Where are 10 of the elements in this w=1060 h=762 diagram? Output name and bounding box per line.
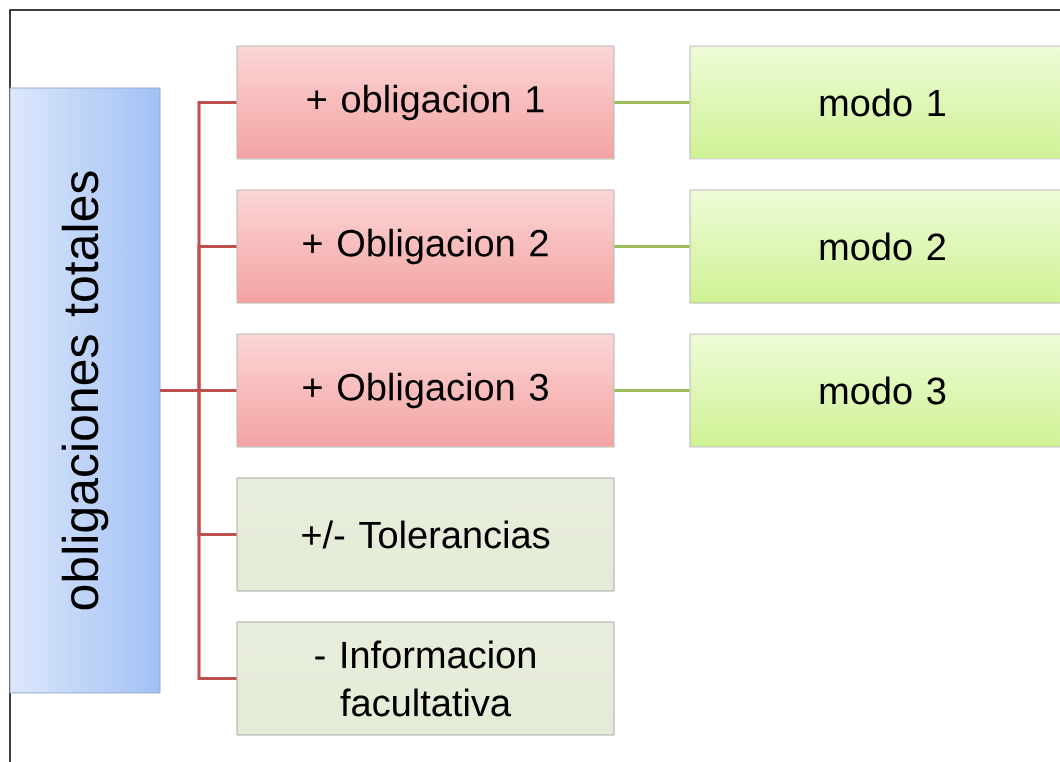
- category-box: + obligacion 1: [236, 45, 615, 160]
- category-box: modo 1: [689, 45, 1060, 160]
- category-box: + Obligacion 3: [236, 333, 615, 448]
- connector-line: [160, 389, 237, 680]
- category-box: - Informacion facultativa: [236, 621, 615, 736]
- category-box: +/- Tolerancias: [236, 477, 615, 592]
- category-box: modo 2: [689, 189, 1060, 304]
- category-box: + Obligacion 2: [236, 189, 615, 304]
- title-box: obligaciones totales: [9, 87, 161, 694]
- category-box: modo 3: [689, 333, 1060, 448]
